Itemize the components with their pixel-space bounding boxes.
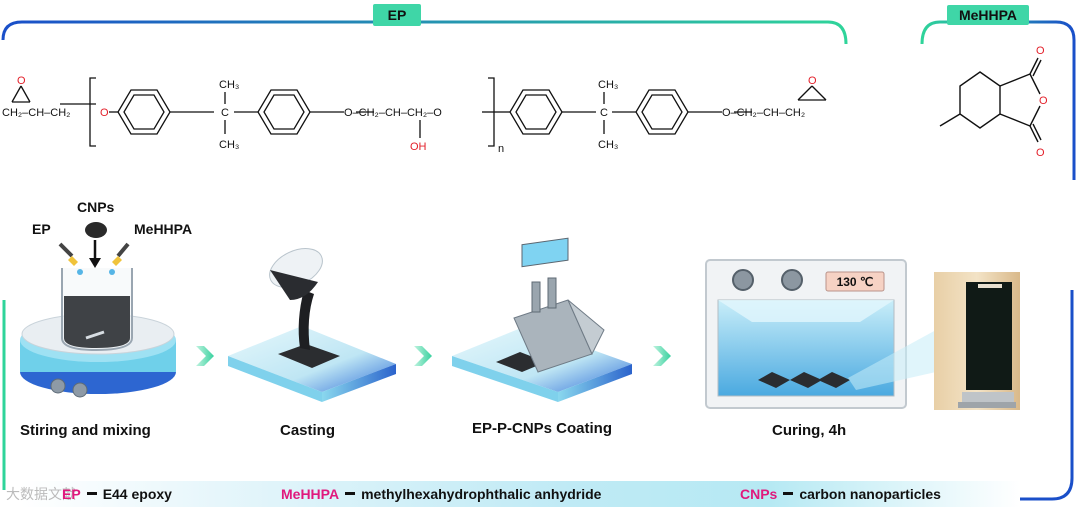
casting-illustration xyxy=(228,248,396,402)
sample-piece xyxy=(758,372,790,388)
oven-illustration xyxy=(705,259,936,409)
legend-key: EP xyxy=(62,486,81,502)
coating-illustration xyxy=(452,237,632,402)
ep-dropper-label: EP xyxy=(32,221,51,237)
oven-temperature: 130 ℃ xyxy=(837,275,874,289)
legend-dash xyxy=(86,492,97,496)
knob-icon xyxy=(72,382,88,398)
step-label-curing: Curing, 4h xyxy=(772,422,847,439)
legend-desc: methylhexahydrophthalic anhydride xyxy=(361,486,602,502)
hydroxyl-group: OH xyxy=(410,141,427,153)
benzene-ring xyxy=(257,89,311,135)
step-arrow xyxy=(414,346,432,366)
legend-dash xyxy=(345,492,356,496)
benzene-ring-inner xyxy=(515,94,557,130)
bond xyxy=(11,85,22,103)
repeat-unit-n: n xyxy=(498,143,504,155)
benzene-ring-inner xyxy=(123,94,165,130)
benzene-ring-inner xyxy=(263,94,305,130)
benzene-ring-inner xyxy=(641,94,683,130)
sample-piece xyxy=(818,372,850,388)
benzene-ring xyxy=(117,89,171,135)
methyl-top-2: CH₃ xyxy=(598,79,618,91)
carbonyl-oxygen-bottom: O xyxy=(1036,147,1045,159)
oven-knob-icon xyxy=(781,269,803,291)
legend-item-cnps: CNPs carbon nanoparticles xyxy=(740,486,941,502)
legend-desc: carbon nanoparticles xyxy=(799,486,941,502)
legend-bar xyxy=(20,481,1020,507)
legend-key: MeHHPA xyxy=(281,486,340,502)
ep-molecule xyxy=(11,77,827,147)
ring-oxygen: O xyxy=(1039,95,1048,107)
legend-dash xyxy=(783,492,794,496)
cnps-label: CNPs xyxy=(77,199,115,215)
stirring-illustration xyxy=(20,222,176,398)
legend-item-mehhpa: MeHHPA methylhexahydrophthalic anhydride xyxy=(281,486,601,502)
epoxide-oxygen-left: O xyxy=(17,75,26,87)
ether-oxygen-1: O xyxy=(100,107,109,119)
mehhpa-molecule xyxy=(939,57,1042,143)
ep-dropper xyxy=(58,242,74,258)
coated-sample-strip xyxy=(966,282,1012,390)
ep-tag: EP xyxy=(373,4,421,26)
sample-photo xyxy=(934,272,1020,410)
legend-item-ep: EP E44 epoxy xyxy=(62,486,172,502)
step-label-stirring: Stiring and mixing xyxy=(20,422,151,439)
middle-chain: O–CH₂–CH–CH₂–O xyxy=(344,107,442,119)
coated-sample xyxy=(496,352,546,372)
cast-film xyxy=(278,344,340,368)
bond xyxy=(20,85,31,103)
mehhpa-dropper xyxy=(116,242,130,258)
epoxide-oxygen-right: O xyxy=(808,75,817,87)
quaternary-carbon-1: C xyxy=(221,107,229,119)
step-label-coating: EP-P-CNPs Coating xyxy=(472,420,613,437)
watermark: 大数据文献 xyxy=(6,486,76,502)
knob-icon xyxy=(50,378,66,394)
frame xyxy=(1,20,1076,501)
mehhpa-tag: MeHHPA xyxy=(947,5,1029,25)
legend-key: CNPs xyxy=(740,486,778,502)
step-label-casting: Casting xyxy=(280,422,336,439)
repeat-bracket-left xyxy=(89,77,96,147)
sample-piece xyxy=(790,372,822,388)
benzene-ring xyxy=(509,89,563,135)
methyl-top-1: CH₃ xyxy=(219,79,239,91)
ep-end-right: O–CH₂–CH–CH₂ xyxy=(722,107,805,119)
quaternary-carbon-2: C xyxy=(600,107,608,119)
step-arrows xyxy=(196,346,671,366)
methyl-bottom-1: CH₃ xyxy=(219,139,239,151)
methyl-bottom-2: CH₃ xyxy=(598,139,618,151)
temperature-display xyxy=(825,271,885,292)
mehhpa-dropper-label: MeHHPA xyxy=(134,221,192,237)
oven-knob-icon xyxy=(732,269,754,291)
legend-desc: E44 epoxy xyxy=(102,486,172,502)
benzene-ring xyxy=(635,89,689,135)
step-arrow xyxy=(196,346,214,366)
cnps-powder xyxy=(85,222,107,238)
ep-end-left: CH₂–CH–CH₂ xyxy=(2,107,70,119)
carbonyl-oxygen-top: O xyxy=(1036,45,1045,57)
step-arrow xyxy=(653,346,671,366)
